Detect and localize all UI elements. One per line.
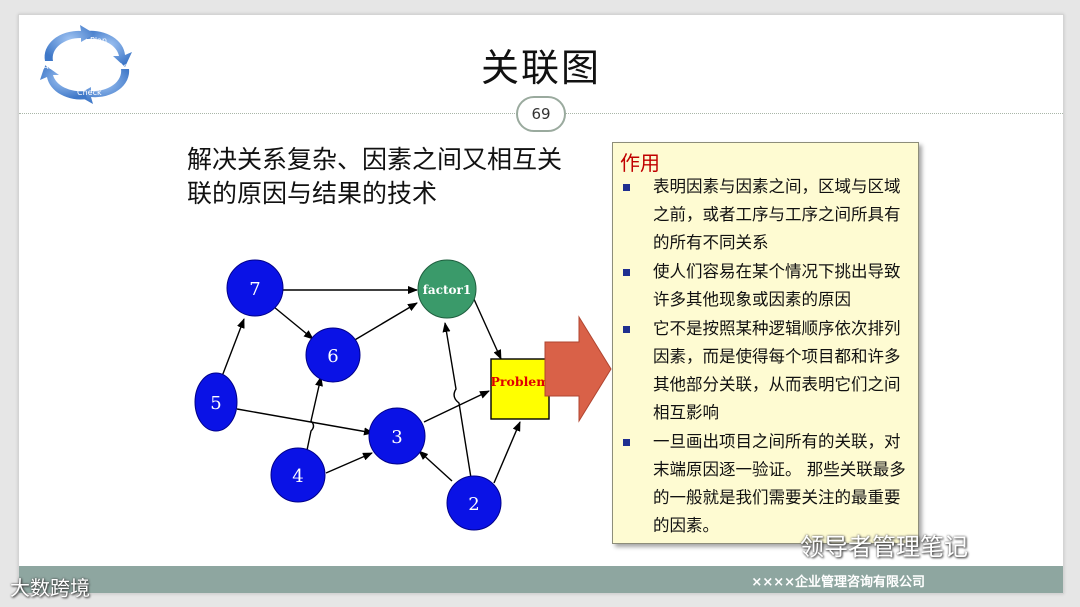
list-item-text: 一旦画出项目之间所有的关联，对末端原因逐一验证。 那些关联最多的一般就是我们需要…: [653, 432, 906, 535]
node-problem: Problem: [490, 358, 550, 420]
company-name: ××××企业管理咨询有限公司: [751, 575, 925, 590]
pdca-do-label: Do: [117, 62, 128, 71]
node-6: 6: [305, 327, 361, 383]
node-2-label: 2: [468, 494, 479, 515]
right-arrow-icon: [544, 315, 612, 423]
edge-6-factor1: [352, 302, 418, 342]
list-item: 一旦画出项目之间所有的关联，对末端原因逐一验证。 那些关联最多的一般就是我们需要…: [623, 428, 913, 540]
node-7-label: 7: [249, 279, 260, 300]
pdca-plan-label: Plan: [90, 36, 107, 45]
edge-4-3: [325, 452, 373, 474]
edge-7-6: [273, 306, 314, 340]
pdca-check-label: Check: [77, 88, 102, 97]
node-5-label: 5: [210, 393, 221, 414]
page-number: 69: [516, 96, 566, 132]
node-factor1: factor1: [417, 259, 477, 319]
edge-2-factor1: [442, 322, 472, 479]
square-bullet-icon: [623, 439, 630, 446]
list-item-text: 使人们容易在某个情况下挑出导致许多其他现象或因素的原因: [653, 262, 901, 309]
function-panel: 作用 表明因素与因素之间，区域与区域之前，或者工序与工序之间所具有的所有不同关系…: [612, 142, 919, 544]
node-5: 5: [194, 372, 238, 432]
pdca-act-label: Act: [43, 62, 56, 71]
node-factor1-label: factor1: [423, 283, 471, 297]
edge-2-problem: [493, 421, 521, 484]
list-item: 表明因素与因素之间，区域与区域之前，或者工序与工序之间所具有的所有不同关系: [623, 173, 913, 257]
watermark-right: 领导者管理笔记: [800, 533, 968, 561]
list-item-text: 表明因素与因素之间，区域与区域之前，或者工序与工序之间所具有的所有不同关系: [653, 177, 901, 252]
node-3: 3: [368, 407, 426, 465]
node-4: 4: [270, 447, 326, 503]
node-6-label: 6: [327, 346, 338, 367]
node-problem-label: Problem: [491, 374, 550, 389]
square-bullet-icon: [623, 269, 630, 276]
node-2: 2: [446, 475, 502, 531]
square-bullet-icon: [623, 184, 630, 191]
panel-title: 作用: [620, 151, 660, 175]
slide-subtitle: 解决关系复杂、因素之间又相互关联的原因与结果的技术: [187, 145, 563, 208]
list-item: 使人们容易在某个情况下挑出导致许多其他现象或因素的原因: [623, 258, 913, 314]
edge-2-3: [418, 450, 453, 482]
edge-5-3: [236, 408, 374, 436]
list-item: 它不是按照某种逻辑顺序依次排列因素，而是使得每个项目都和许多其他部分关联，从而表…: [623, 315, 913, 427]
page-title: 关联图: [480, 46, 601, 90]
relation-diagram: 7 6 5 4 3 2 factor1 Problem: [194, 259, 550, 531]
watermark-left: 大数跨境: [10, 576, 90, 600]
square-bullet-icon: [623, 326, 630, 333]
node-4-label: 4: [292, 466, 303, 487]
node-7: 7: [226, 259, 284, 317]
edge-5-7: [220, 318, 245, 380]
list-item-text: 它不是按照某种逻辑顺序依次排列因素，而是使得每个项目都和许多其他部分关联，从而表…: [653, 319, 901, 422]
footer-bar: ××××企业管理咨询有限公司: [19, 566, 1063, 593]
edge-4-6: [305, 376, 323, 456]
edge-factor1-problem: [472, 296, 502, 360]
panel-list: 表明因素与因素之间，区域与区域之前，或者工序与工序之间所具有的所有不同关系 使人…: [623, 173, 913, 541]
edge-3-problem: [423, 390, 490, 423]
slide: Plan Do Check Act 关联图 69 解决关系复杂、因素之间又相互关…: [18, 14, 1064, 594]
pdca-cycle-logo: Plan Do Check Act: [40, 25, 132, 104]
node-3-label: 3: [391, 427, 402, 448]
